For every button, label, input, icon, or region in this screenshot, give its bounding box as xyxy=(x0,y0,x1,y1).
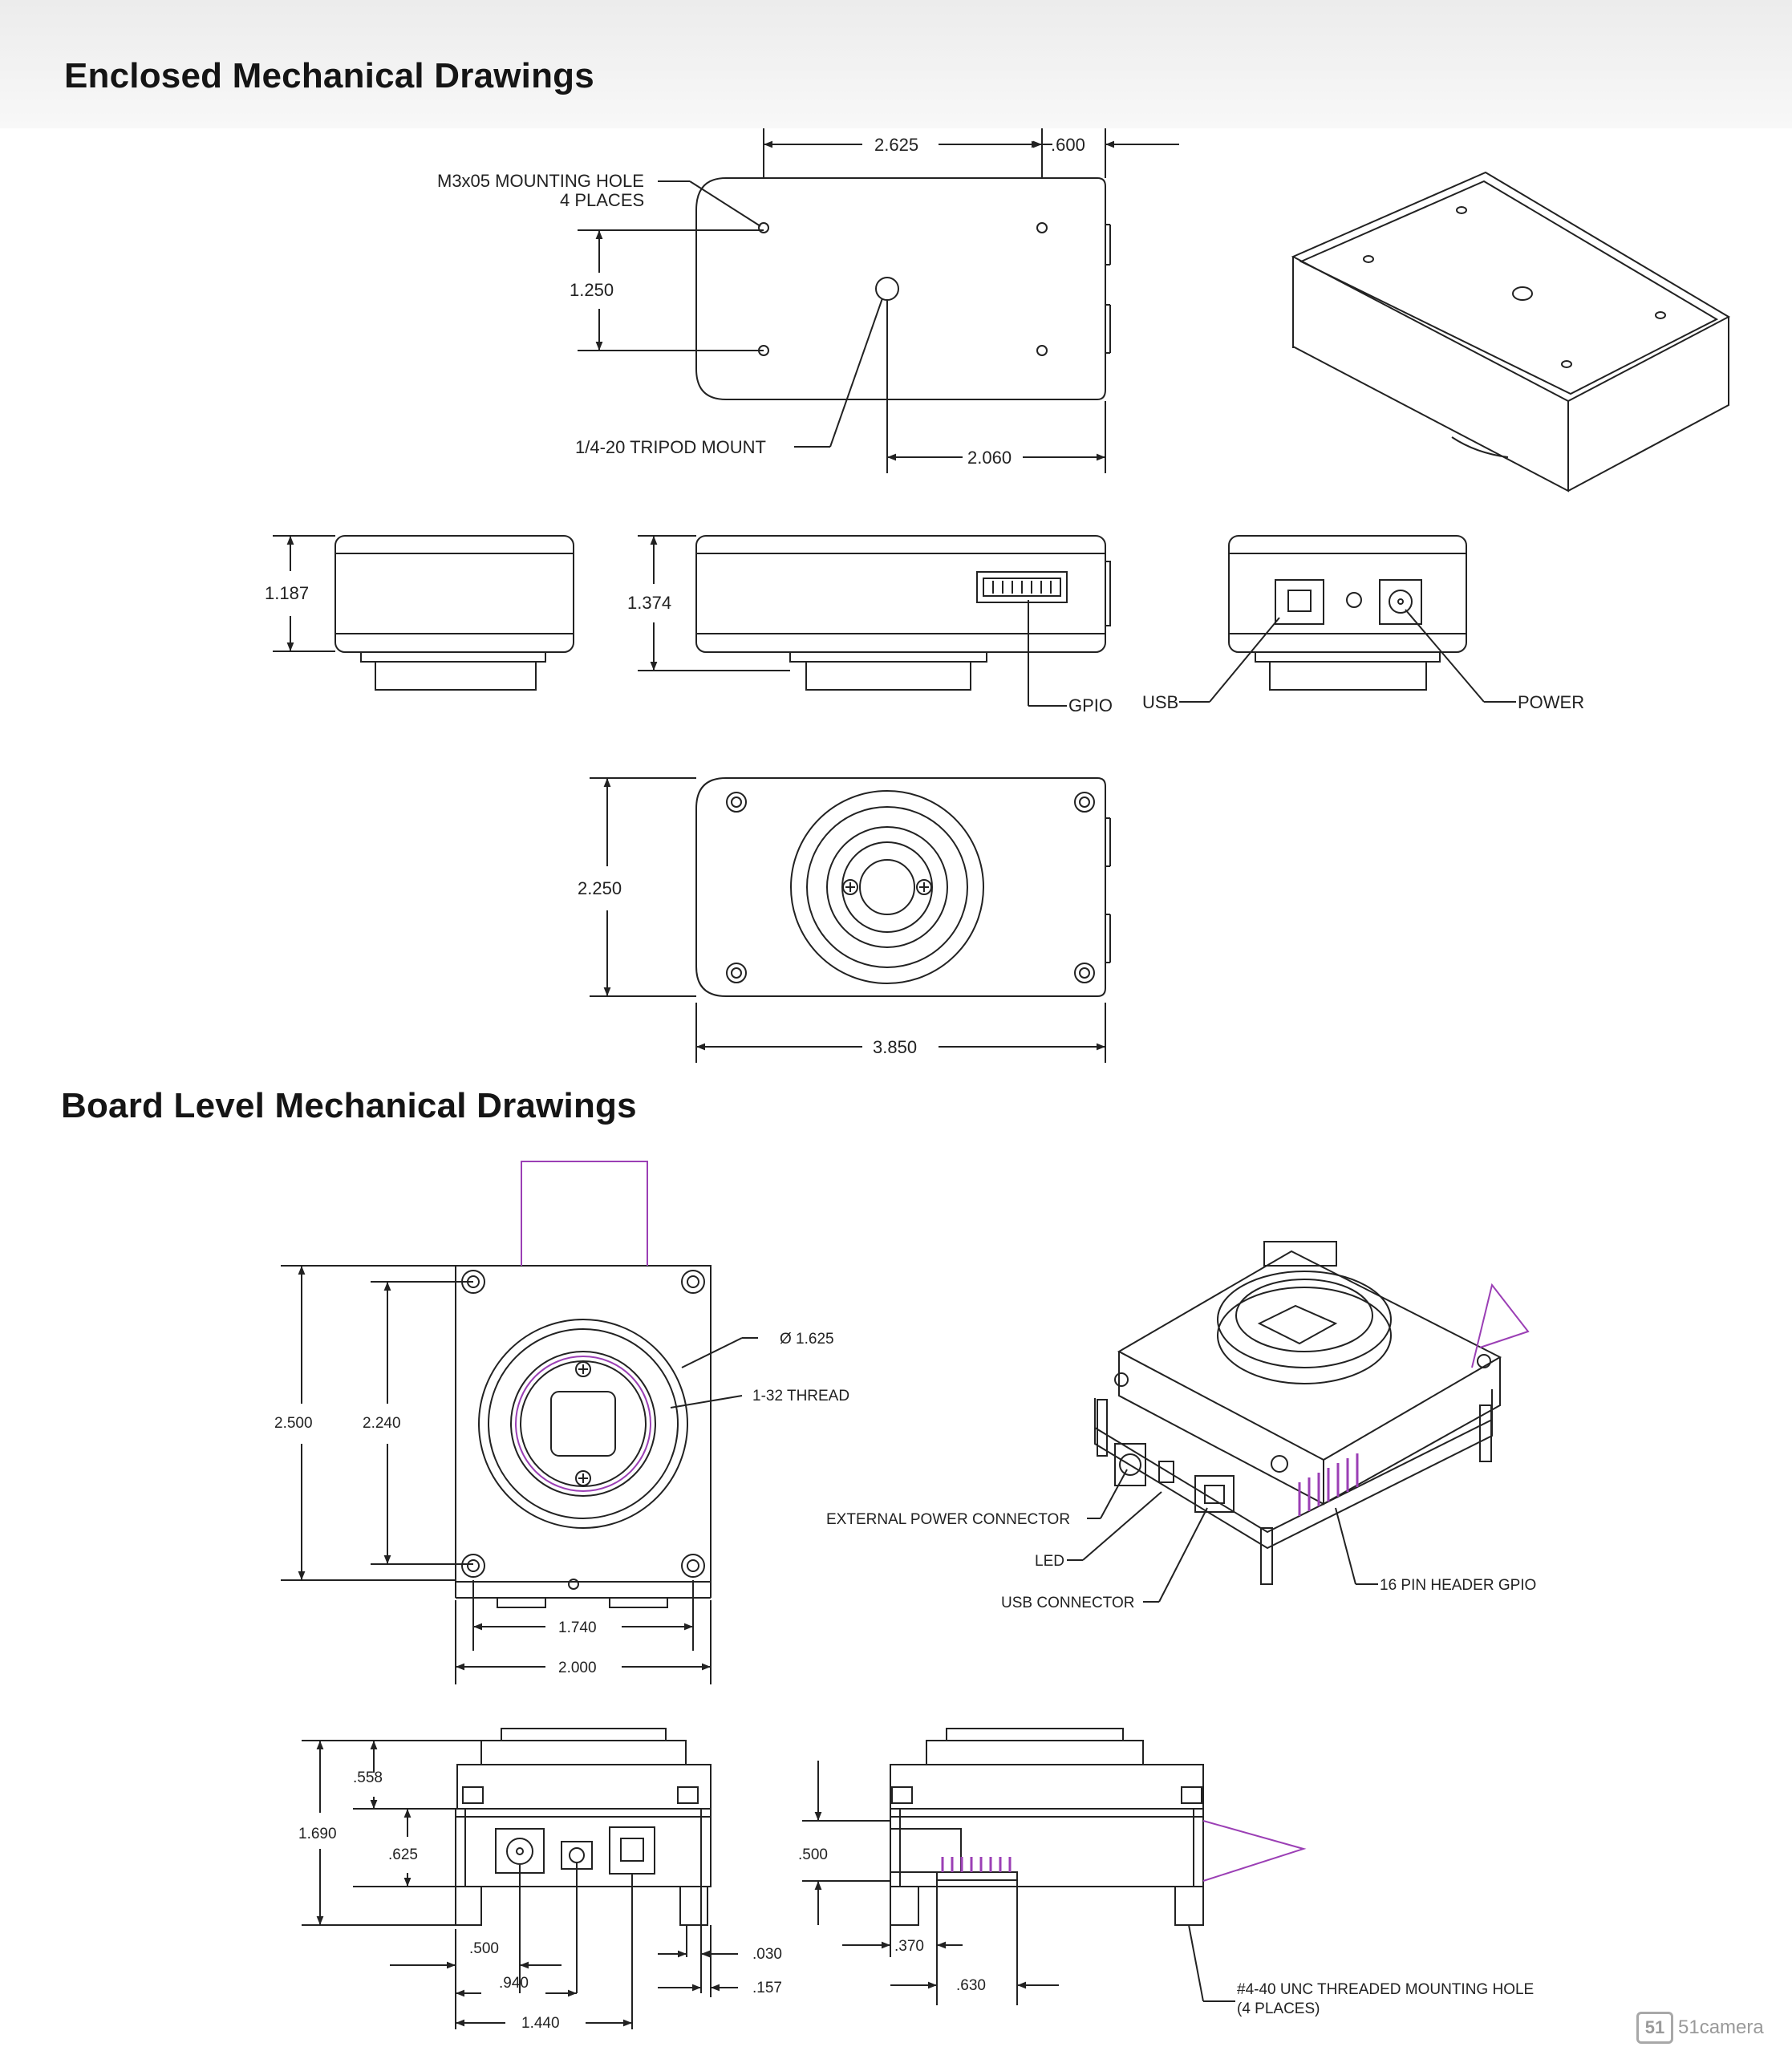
gpio-header-label: 16 PIN HEADER GPIO xyxy=(1380,1577,1536,1594)
enclosed-isometric-view xyxy=(1291,171,1731,492)
dim-630: .630 xyxy=(956,1977,986,1994)
diameter-label: Ø 1.625 xyxy=(780,1331,834,1348)
dim-500a: .500 xyxy=(469,1940,499,1957)
watermark-text: 51camera xyxy=(1678,2016,1764,2038)
dim-940: .940 xyxy=(499,1975,529,1992)
mounting-hole-label-2: 4 PLACES xyxy=(560,190,644,210)
usb-label: USB xyxy=(1142,692,1178,712)
dim-625: .625 xyxy=(388,1846,418,1863)
watermark: 51 51camera xyxy=(1636,2012,1764,2044)
dimension-labels: 2.625 .600 M3x05 MOUNTING HOLE 4 PLACES … xyxy=(265,135,1584,2032)
dim-1250: 1.250 xyxy=(570,280,614,300)
dim-030: .030 xyxy=(752,1946,782,1963)
dim-2625: 2.625 xyxy=(874,135,918,155)
dim-157: .157 xyxy=(752,1980,782,1996)
dim-3850: 3.850 xyxy=(873,1037,917,1057)
enclosed-section-title: Enclosed Mechanical Drawings xyxy=(64,56,594,95)
board-front-view xyxy=(455,1265,712,1608)
dim-1740: 1.740 xyxy=(558,1619,597,1636)
dim-500b: .500 xyxy=(798,1846,828,1863)
board-isometric-view xyxy=(1094,1241,1502,1585)
enclosed-top-view xyxy=(695,177,1111,400)
dim-1187: 1.187 xyxy=(265,583,309,603)
dim-2500: 2.500 xyxy=(274,1415,313,1432)
dim-2250: 2.250 xyxy=(578,878,622,898)
board-section-title: Board Level Mechanical Drawings xyxy=(61,1086,637,1125)
enclosed-side-view-1 xyxy=(334,535,574,691)
mounting-hole-label-1: M3x05 MOUNTING HOLE xyxy=(437,171,644,191)
gpio-label: GPIO xyxy=(1068,695,1113,715)
dim-2000: 2.000 xyxy=(558,1660,597,1676)
power-label: POWER xyxy=(1518,692,1584,712)
ext-power-label: EXTERNAL POWER CONNECTOR xyxy=(826,1511,1070,1528)
board-connector-view xyxy=(455,1728,712,1926)
thread-label: 1-32 THREAD xyxy=(752,1388,849,1404)
dim-2240: 2.240 xyxy=(363,1415,401,1432)
enclosed-side-view-2 xyxy=(695,535,1111,691)
watermark-logo-icon: 51 xyxy=(1636,2012,1673,2044)
dim-1374: 1.374 xyxy=(627,593,671,613)
dim-2060: 2.060 xyxy=(967,448,1012,468)
dim-558: .558 xyxy=(353,1769,383,1786)
dim-1440: 1.440 xyxy=(521,2015,560,2032)
mount-hole-label-1: #4-40 UNC THREADED MOUNTING HOLE xyxy=(1237,1981,1534,1998)
header-band xyxy=(0,0,1792,128)
tripod-mount-label: 1/4-20 TRIPOD MOUNT xyxy=(575,437,766,457)
dim-370: .370 xyxy=(894,1938,924,1955)
dim-1690: 1.690 xyxy=(298,1826,337,1842)
dim-600: .600 xyxy=(1051,135,1085,155)
led-label: LED xyxy=(1035,1553,1064,1570)
usb-connector-label: USB CONNECTOR xyxy=(1001,1595,1134,1611)
mount-hole-label-2: (4 PLACES) xyxy=(1237,2000,1320,2017)
enclosed-front-view xyxy=(695,777,1111,997)
enclosed-back-view xyxy=(1228,535,1467,691)
